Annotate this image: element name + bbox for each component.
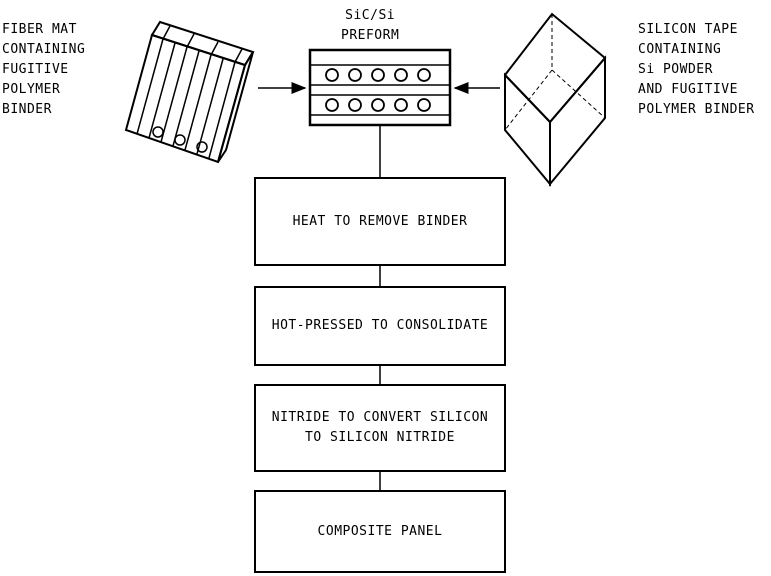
preform-label-line: SiC/Si bbox=[345, 8, 396, 23]
step-text: HEAT TO REMOVE BINDER bbox=[292, 213, 468, 229]
silicon-tape-label-line: POLYMER BINDER bbox=[638, 102, 755, 117]
fiber-mat-label-line: BINDER bbox=[2, 102, 52, 117]
fiber-mat-label-line: POLYMER bbox=[2, 82, 61, 97]
silicon-tape-label-line: CONTAINING bbox=[638, 42, 722, 57]
silicon-tape-label: SILICON TAPE CONTAINING Si POWDER AND FU… bbox=[638, 20, 755, 120]
step-text: TO SILICON NITRIDE bbox=[305, 430, 455, 445]
step-text: HOT-PRESSED TO CONSOLIDATE bbox=[271, 318, 489, 333]
fiber-mat-label-line: FIBER MAT bbox=[2, 22, 77, 37]
silicon-tape-label-line: SILICON TAPE bbox=[638, 22, 738, 37]
silicon-tape-label-line: Si POWDER bbox=[638, 62, 713, 77]
fiber-mat-label: FIBER MAT CONTAINING FUGITIVE POLYMER BI… bbox=[2, 20, 85, 120]
step-text: NITRIDE TO CONVERT SILICON bbox=[271, 410, 489, 425]
step-heat-remove-binder: HEAT TO REMOVE BINDER bbox=[254, 177, 506, 266]
silicon-tape-illustration bbox=[505, 14, 605, 184]
fiber-mat-label-line: FUGITIVE bbox=[2, 62, 69, 77]
step-text: COMPOSITE PANEL bbox=[317, 523, 443, 539]
preform-illustration bbox=[310, 50, 450, 125]
preform-label: SiC/Si PREFORM bbox=[341, 6, 399, 46]
fiber-mat-illustration bbox=[126, 22, 253, 162]
preform-label-line: PREFORM bbox=[341, 28, 400, 43]
step-nitride: NITRIDE TO CONVERT SILICON TO SILICON NI… bbox=[254, 384, 506, 472]
fiber-mat-label-line: CONTAINING bbox=[2, 42, 86, 57]
step-hot-pressed: HOT-PRESSED TO CONSOLIDATE bbox=[254, 286, 506, 366]
step-composite-panel: COMPOSITE PANEL bbox=[254, 490, 506, 573]
silicon-tape-label-line: AND FUGITIVE bbox=[638, 82, 738, 97]
